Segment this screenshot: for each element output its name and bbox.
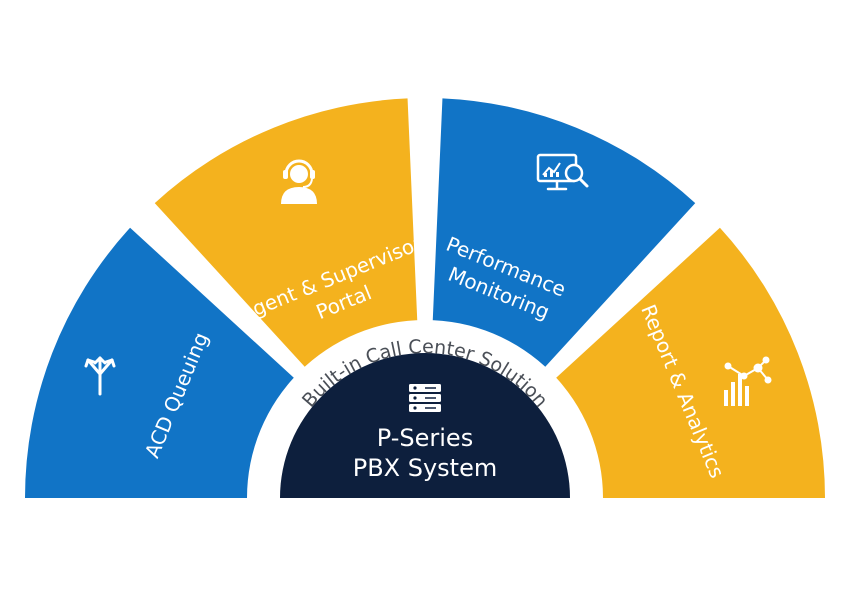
core-circle xyxy=(280,353,570,498)
segment-report-analytics xyxy=(555,227,825,498)
segment-acd-queuing xyxy=(25,227,295,498)
core-title-line2: PBX System xyxy=(353,454,498,482)
segment-performance-monitoring xyxy=(432,98,696,368)
inner-ring xyxy=(247,320,603,498)
core-title-line1: P-Series xyxy=(377,424,473,452)
headset-agent-icon xyxy=(281,159,317,204)
segment-agent-supervisor-portal xyxy=(154,98,418,368)
split-arrows-icon xyxy=(84,356,116,396)
analytics-nodes-icon xyxy=(724,356,772,406)
server-stack-icon xyxy=(409,384,441,412)
monitor-chart-icon xyxy=(536,153,589,191)
